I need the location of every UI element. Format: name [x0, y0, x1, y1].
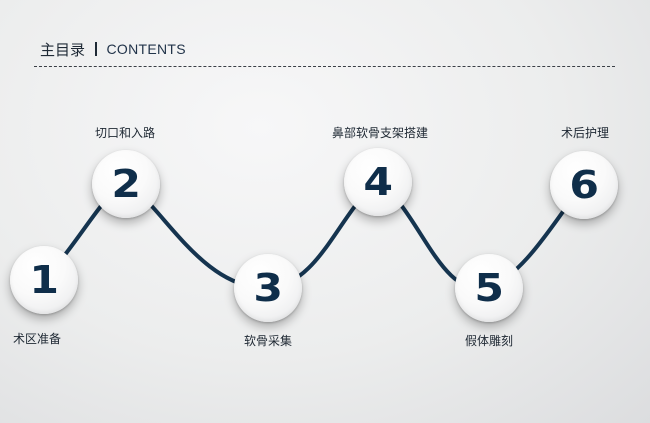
dashed-divider [34, 66, 615, 67]
step-5-circle[interactable]: 5 [455, 254, 523, 322]
step-1-label: 术区准备 [12, 332, 62, 346]
step-5-label: 假体雕刻 [464, 334, 514, 348]
step-2-circle[interactable]: 2 [92, 150, 160, 218]
step-4-circle[interactable]: 4 [344, 148, 412, 216]
step-6-circle[interactable]: 6 [550, 151, 618, 219]
step-2-number: 2 [111, 162, 141, 206]
step-3-circle[interactable]: 3 [234, 254, 302, 322]
step-4-label: 鼻部软骨支架搭建 [331, 126, 429, 140]
step-1-number: 1 [29, 258, 59, 302]
step-3-label: 软骨采集 [243, 334, 293, 348]
step-6-label: 术后护理 [560, 126, 610, 140]
page-subtitle: CONTENTS [106, 41, 186, 57]
step-3-number: 3 [253, 266, 283, 310]
step-2-label: 切口和入路 [94, 126, 156, 140]
step-6-number: 6 [569, 163, 599, 207]
page-header: 主目录 CONTENTS [40, 38, 186, 60]
title-divider [95, 42, 97, 56]
step-5-number: 5 [474, 266, 504, 310]
step-4-number: 4 [363, 160, 393, 204]
step-1-circle[interactable]: 1 [10, 246, 78, 314]
page-title: 主目录 [40, 40, 86, 59]
